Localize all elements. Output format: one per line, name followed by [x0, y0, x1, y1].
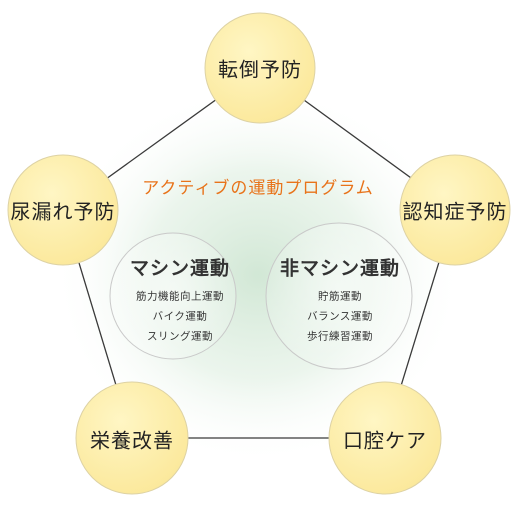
machine-group-title: マシン運動: [129, 257, 231, 280]
machine-group-item: 筋力機能向上運動: [136, 290, 224, 303]
non-machine-group-item: 貯筋運動: [318, 290, 362, 303]
machine-group-item: スリング運動: [147, 330, 213, 343]
node-circle-fall-prevention: [204, 12, 316, 124]
center-glow: [53, 85, 463, 465]
node-label-fall-prevention: 転倒予防: [218, 57, 302, 82]
non-machine-group-item: 歩行練習運動: [307, 330, 373, 343]
node-label-oral-care: 口腔ケア: [343, 428, 427, 453]
non-machine-group-item: バランス運動: [307, 310, 373, 323]
non-machine-group-circle: [265, 222, 413, 370]
program-title: アクティブの運動プログラム: [142, 178, 374, 199]
node-label-incontinence-prevention: 尿漏れ予防: [10, 199, 116, 224]
node-circle-oral-care: [328, 381, 442, 495]
node-circle-incontinence-prevention: [7, 154, 119, 266]
node-circle-dementia-prevention: [399, 154, 511, 266]
machine-group-item: バイク運動: [152, 310, 208, 323]
node-circle-nutrition: [75, 381, 189, 495]
non-machine-group-title: 非マシン運動: [279, 257, 401, 280]
machine-group-circle: [109, 232, 237, 360]
node-label-nutrition: 栄養改善: [90, 428, 174, 453]
node-label-dementia-prevention: 認知症予防: [402, 199, 508, 224]
